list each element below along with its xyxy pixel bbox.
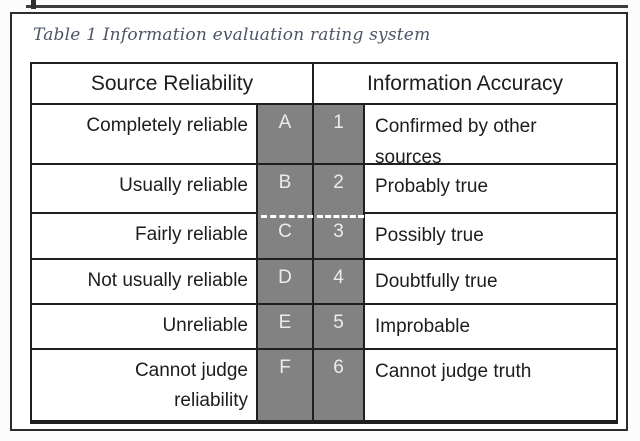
rating-table: Source Reliability Information Accuracy … (30, 62, 618, 424)
cursor-tick (31, 0, 36, 9)
source-cell: Cannot judge reliability (32, 350, 258, 420)
reliability-code-cell: C (258, 214, 314, 260)
reliability-code-cell: A (258, 105, 314, 165)
source-cell: Completely reliable (32, 105, 258, 165)
page-split-dash (317, 215, 364, 218)
table-caption: Table 1 Information evaluation rating sy… (33, 25, 431, 45)
source-cell: Usually reliable (32, 165, 258, 214)
accuracy-code-cell: 3 (314, 214, 365, 260)
reliability-code-cell: D (258, 260, 314, 305)
accuracy-cell: Improbable (365, 305, 616, 350)
accuracy-code-cell: 5 (314, 305, 365, 350)
accuracy-code-cell: 1 (314, 105, 365, 165)
page-split-dash (261, 215, 313, 218)
accuracy-code-cell: 6 (314, 350, 365, 420)
reliability-code-cell: B (258, 165, 314, 214)
accuracy-cell: Cannot judge truth (375, 361, 532, 382)
source-cell: Unreliable (32, 305, 258, 350)
reliability-code-cell: F (258, 350, 314, 420)
page-edge-line (26, 5, 628, 8)
accuracy-cell: Confirmed by other sources (365, 105, 616, 165)
source-cell: Not usually reliable (32, 260, 258, 305)
accuracy-code-cell: 2 (314, 165, 365, 214)
accuracy-cell: Possibly true (365, 214, 616, 260)
header-information-accuracy: Information Accuracy (314, 64, 616, 105)
accuracy-cell: Doubtfully true (365, 260, 616, 305)
reliability-code-cell: E (258, 305, 314, 350)
accuracy-cell: Probably true (365, 165, 616, 214)
source-cell: Fairly reliable (32, 214, 258, 260)
header-source-reliability: Source Reliability (32, 64, 314, 105)
accuracy-code-cell: 4 (314, 260, 365, 305)
